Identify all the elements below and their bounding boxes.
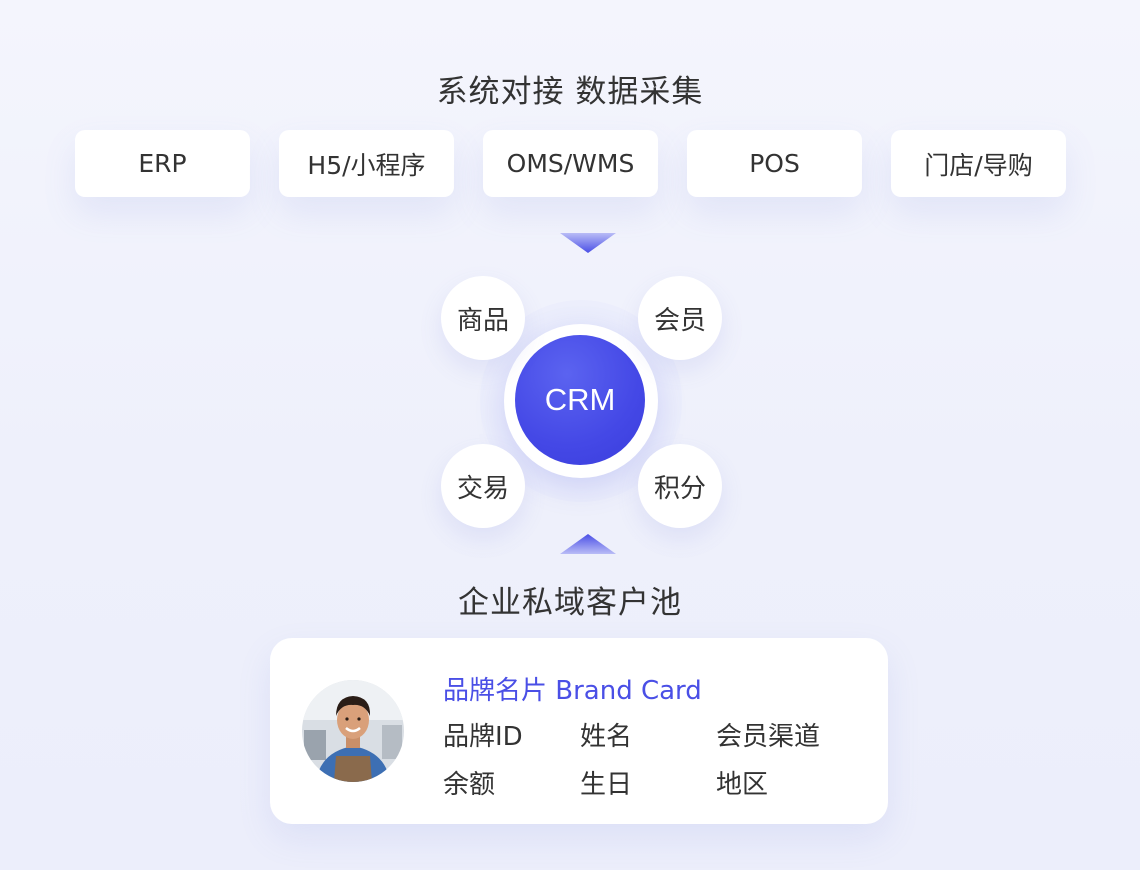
crm-core: CRM [515, 335, 645, 465]
field-name: 姓名 [580, 722, 633, 752]
source-oms-wms: OMS/WMS [483, 130, 658, 197]
source-store-guide: 门店/导购 [891, 130, 1066, 197]
node-product: 商品 [441, 276, 525, 360]
private-pool-title: 企业私域客户池 [458, 585, 682, 621]
source-erp: ERP [75, 130, 250, 197]
field-region: 地区 [716, 770, 769, 800]
node-points: 积分 [638, 444, 722, 528]
source-pos: POS [687, 130, 862, 197]
field-balance: 余额 [443, 770, 496, 800]
node-member: 会员 [638, 276, 722, 360]
brand-card-title: 品牌名片 Brand Card [443, 676, 702, 706]
customer-avatar-icon [302, 680, 404, 782]
source-h5-miniprogram: H5/小程序 [279, 130, 454, 197]
field-birthday: 生日 [580, 770, 633, 800]
chevron-up-icon [560, 534, 616, 554]
field-member-channel: 会员渠道 [716, 722, 821, 752]
field-brand-id: 品牌ID [443, 722, 523, 752]
chevron-down-icon [560, 233, 616, 253]
integration-title: 系统对接 数据采集 [436, 74, 704, 110]
node-transaction: 交易 [441, 444, 525, 528]
source-systems-row: ERP H5/小程序 OMS/WMS POS 门店/导购 [0, 130, 1140, 198]
brand-card: 品牌名片 Brand Card 品牌ID 姓名 会员渠道 余额 生日 地区 [270, 638, 888, 824]
